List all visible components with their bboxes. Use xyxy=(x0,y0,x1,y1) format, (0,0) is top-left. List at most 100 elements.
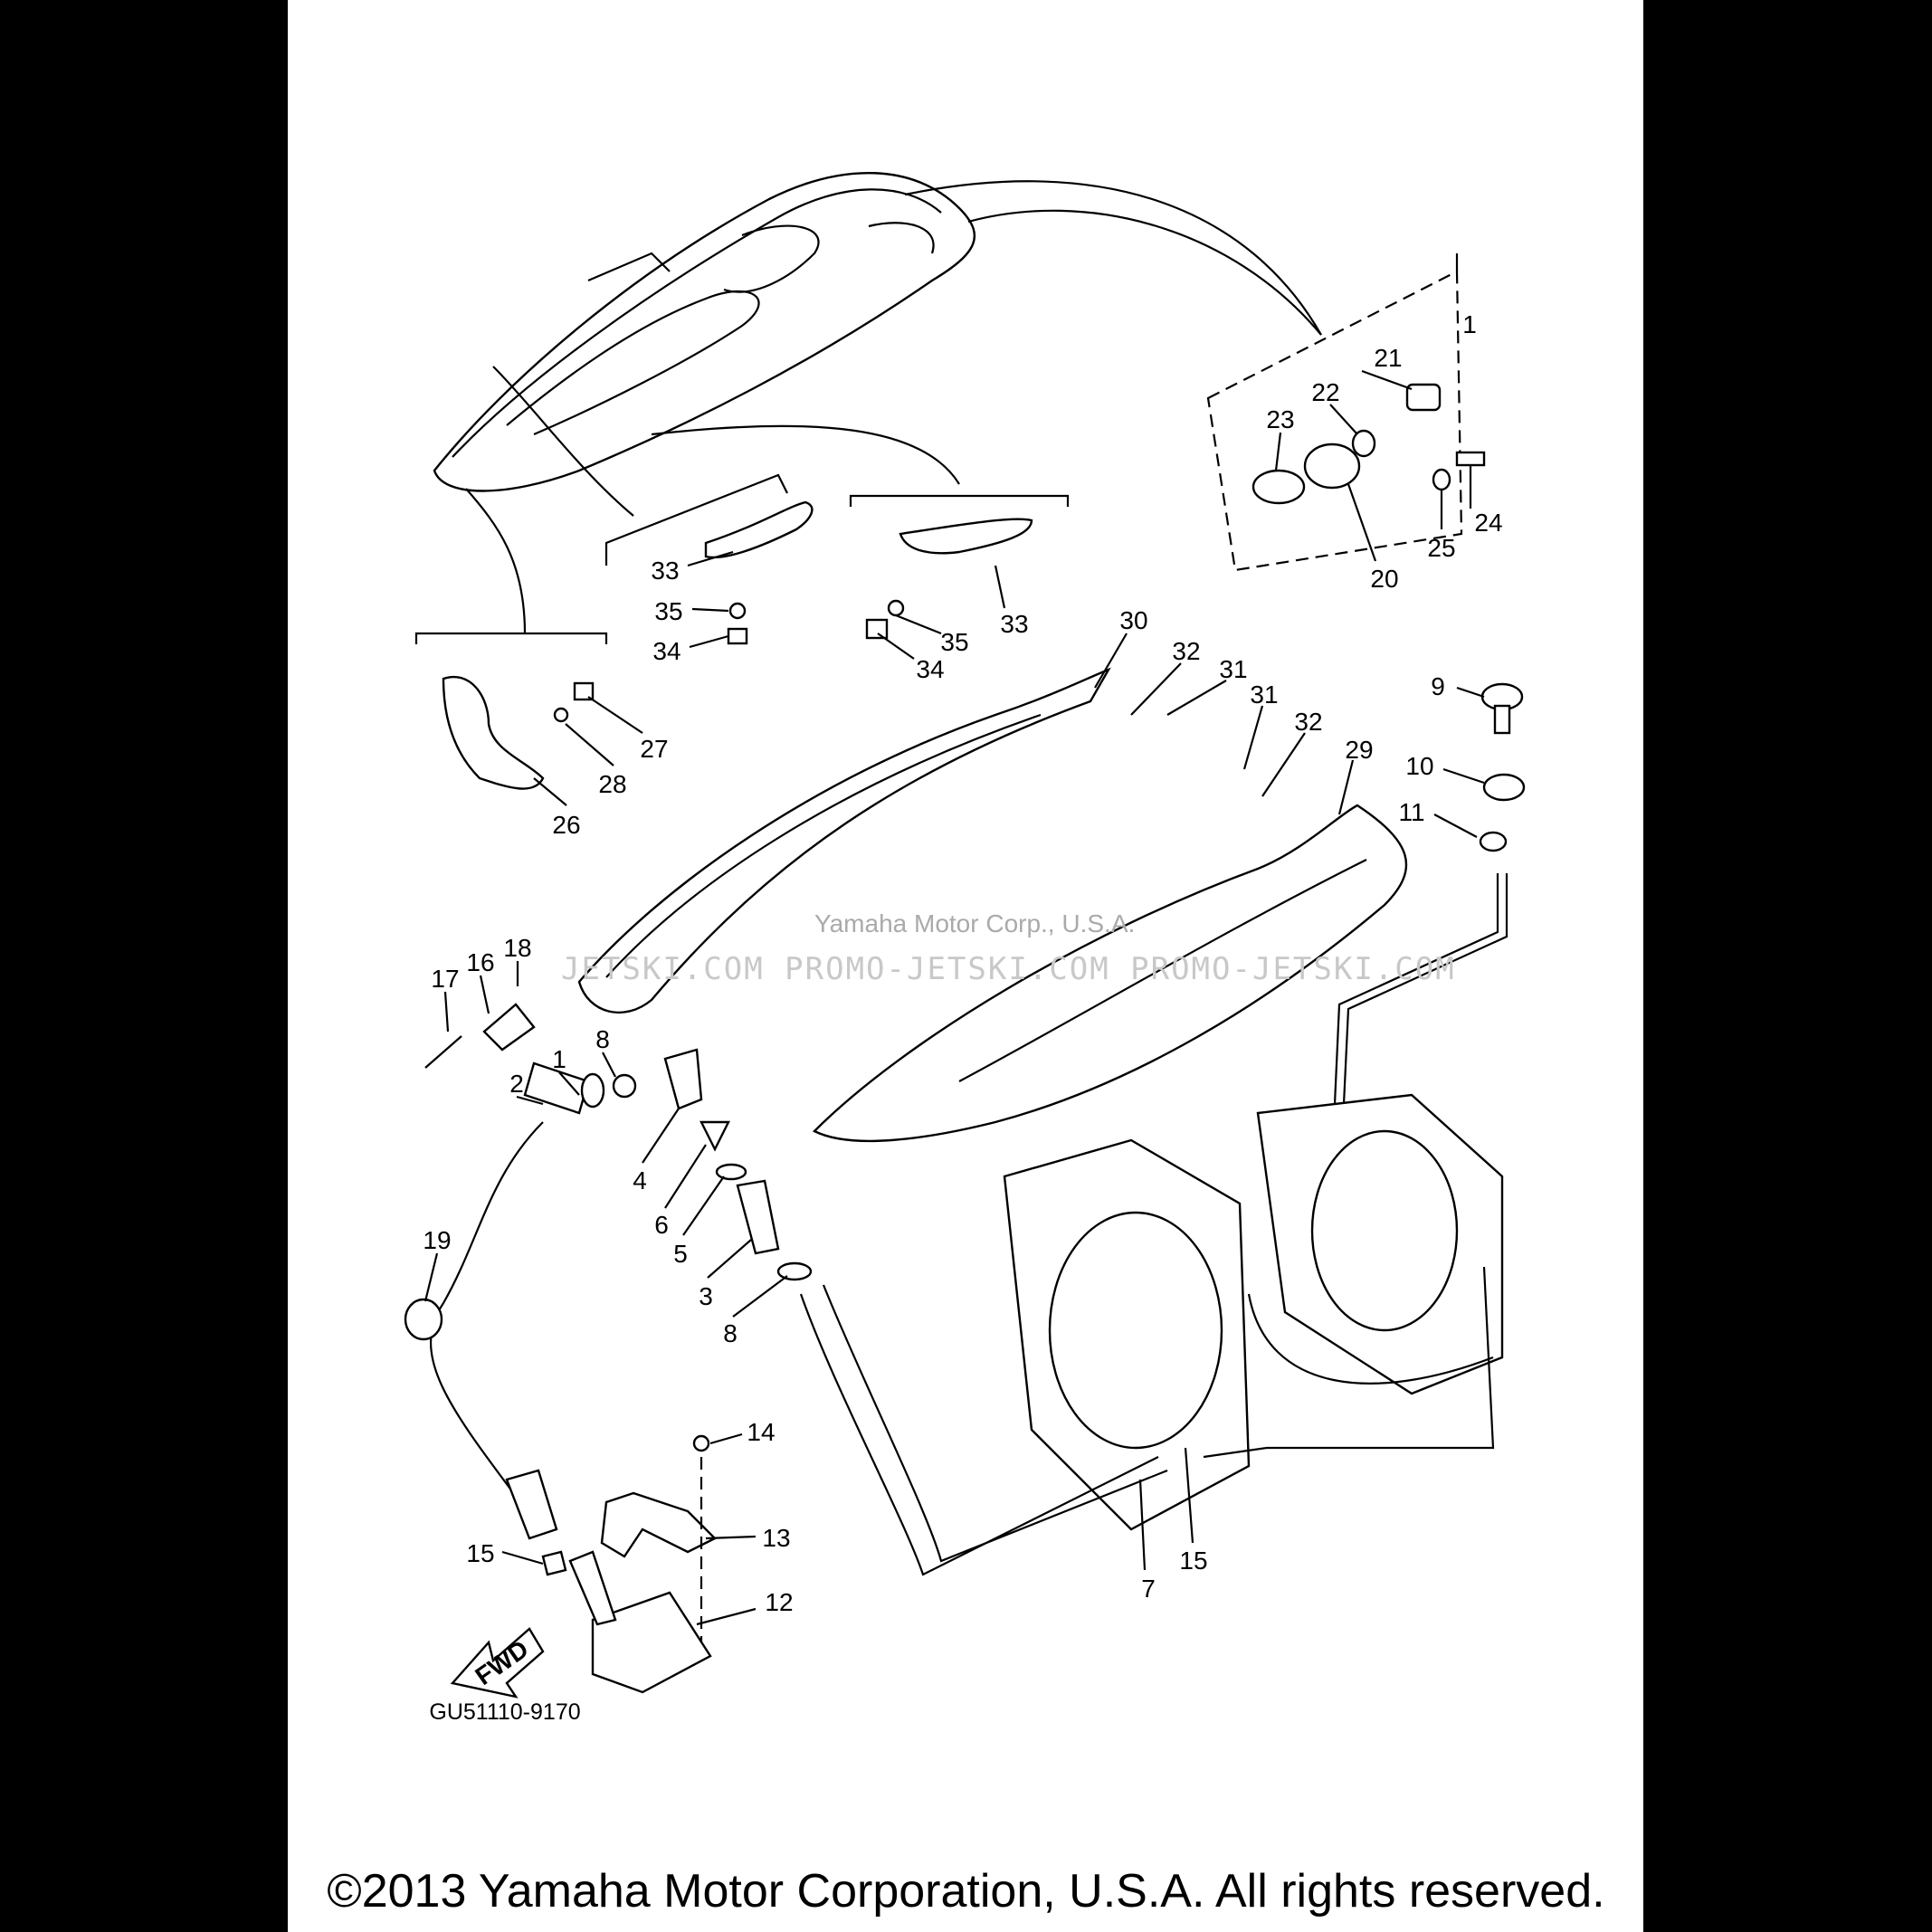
callout-labels: 1212223242520333534333534303231313229910… xyxy=(423,310,1502,1616)
leader-line xyxy=(1261,732,1306,797)
leader-line xyxy=(1361,369,1413,391)
leader-line xyxy=(1166,680,1227,716)
leader-line xyxy=(682,1175,725,1236)
callout-c3: 3 xyxy=(699,1282,713,1310)
callout-c30: 30 xyxy=(1119,606,1147,634)
watermark: JETSKI.COM PROMO-JETSKI.COM PROMO-JETSKI… xyxy=(561,951,1456,987)
leader-line xyxy=(1130,662,1182,716)
leader-line xyxy=(687,550,734,567)
diagram-code: GU51110-9170 xyxy=(429,1699,580,1725)
callout-c33a: 33 xyxy=(651,557,679,585)
callout-c32a: 32 xyxy=(1172,637,1200,665)
leader-line xyxy=(1337,759,1355,815)
leader-line xyxy=(1433,814,1478,838)
callout-c16: 16 xyxy=(466,948,494,976)
callout-c10: 10 xyxy=(1405,752,1433,780)
callout-c7: 7 xyxy=(1141,1575,1156,1603)
callout-c35b: 35 xyxy=(940,628,968,656)
leader-line xyxy=(707,1239,752,1279)
callout-c18: 18 xyxy=(503,934,531,962)
callout-c31b: 31 xyxy=(1250,680,1278,709)
leader-line xyxy=(479,975,490,1014)
leader-line xyxy=(709,1432,743,1445)
callout-c19: 19 xyxy=(423,1226,451,1254)
callout-c28: 28 xyxy=(598,770,626,798)
callout-c25: 25 xyxy=(1427,534,1455,562)
callout-c29: 29 xyxy=(1345,736,1373,764)
callout-c17: 17 xyxy=(431,965,459,993)
callout-c24: 24 xyxy=(1474,509,1502,537)
callout-c31a: 31 xyxy=(1219,655,1247,683)
callout-c9: 9 xyxy=(1431,672,1445,700)
callout-c11: 11 xyxy=(1398,798,1424,826)
fwd-arrow-icon: FWD xyxy=(450,1627,545,1699)
leader-line xyxy=(696,1607,757,1626)
leader-line xyxy=(1274,432,1282,471)
leader-line xyxy=(424,1252,439,1302)
water-box-assembly xyxy=(541,1434,718,1694)
leader-line xyxy=(1347,483,1377,562)
leader-line xyxy=(558,1071,580,1096)
leader-line xyxy=(565,723,614,766)
leader-line xyxy=(705,1535,757,1540)
callout-c21: 21 xyxy=(1374,344,1402,372)
leader-line xyxy=(501,1550,544,1566)
callout-c32b: 32 xyxy=(1294,708,1322,736)
leader-line xyxy=(689,634,729,649)
callout-c4: 4 xyxy=(633,1166,647,1194)
callout-c27: 27 xyxy=(640,735,668,763)
leader-line xyxy=(895,614,942,635)
callout-c1: 1 xyxy=(1462,310,1477,338)
callout-c8b: 8 xyxy=(723,1319,738,1347)
callout-c23: 23 xyxy=(1266,405,1294,433)
callout-c20: 20 xyxy=(1370,565,1398,593)
callout-c1b: 1 xyxy=(552,1045,566,1073)
callout-c8a: 8 xyxy=(595,1025,610,1053)
callout-c33b: 33 xyxy=(1000,610,1028,638)
leader-line xyxy=(516,1095,544,1106)
callout-c15a: 15 xyxy=(466,1539,494,1567)
leader-line xyxy=(877,633,915,660)
leader-line xyxy=(1242,705,1264,770)
arrow-curves xyxy=(465,180,1322,634)
leader-line xyxy=(1094,633,1128,689)
leader-line xyxy=(691,607,729,613)
leader-line xyxy=(1442,767,1485,785)
leader-line xyxy=(443,991,450,1033)
watermark-overlay: Yamaha Motor Corp., U.S.A. xyxy=(814,909,1135,937)
callout-c6: 6 xyxy=(654,1211,669,1239)
leader-line xyxy=(642,1108,680,1164)
jetski-hull-illustration xyxy=(433,172,976,492)
leader-line xyxy=(602,1052,616,1078)
callout-c35a: 35 xyxy=(654,597,682,625)
small-parts xyxy=(442,253,1486,790)
copyright-footer: ©2013 Yamaha Motor Corporation, U.S.A. A… xyxy=(327,1865,1605,1918)
kit-dashed-outline xyxy=(1206,270,1463,572)
callout-c13: 13 xyxy=(762,1524,790,1552)
leader-line xyxy=(587,696,643,734)
leader-line xyxy=(1329,404,1358,435)
cover-29 xyxy=(812,804,1408,1143)
group-brackets xyxy=(414,473,1070,644)
callout-c2: 2 xyxy=(509,1070,524,1098)
diagram-page xyxy=(288,0,1643,1932)
leader-lines xyxy=(424,369,1485,1626)
callout-c12: 12 xyxy=(765,1588,793,1616)
leader-line xyxy=(732,1275,788,1318)
callout-c34a: 34 xyxy=(652,637,680,665)
callout-c26: 26 xyxy=(552,811,580,839)
cover-30 xyxy=(577,667,1111,1014)
hose-fittings xyxy=(404,1003,1168,1576)
drain-plug-parts xyxy=(1333,682,1526,1105)
callout-c34b: 34 xyxy=(916,655,944,683)
callout-c5: 5 xyxy=(673,1240,688,1268)
callout-c14: 14 xyxy=(747,1418,775,1446)
leader-line xyxy=(1184,1447,1194,1544)
jet-pump-housing xyxy=(1003,1093,1504,1531)
leader-line xyxy=(664,1144,707,1209)
callout-c22: 22 xyxy=(1311,378,1339,406)
callout-c15b: 15 xyxy=(1179,1547,1207,1575)
leader-line xyxy=(1456,686,1485,699)
leader-line xyxy=(1138,1479,1147,1571)
